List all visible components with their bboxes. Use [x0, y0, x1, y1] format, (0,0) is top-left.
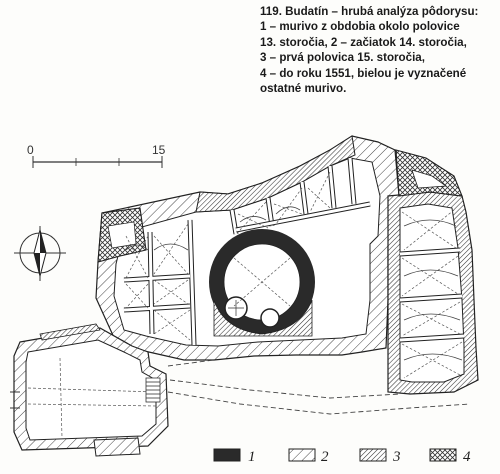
caption-line: 119. Budatín – hrubá analýza pôdorysu: — [260, 5, 479, 18]
legend-item: 2 — [288, 448, 329, 465]
caption-line: 13. storočia, 2 – začiatok 14. storočia, — [260, 35, 467, 49]
caption-line: 3 – prvá polovica 15. storočia, — [260, 51, 425, 65]
caption-line: 1 – murivo z obdobia okolo polovice — [260, 20, 460, 34]
southern-wall-trace — [167, 359, 471, 415]
legend-label: 2 — [321, 449, 329, 465]
legend-item: 3 — [359, 448, 401, 465]
legend-label: 4 — [463, 449, 471, 465]
north-arrow-icon — [14, 226, 66, 281]
scale-end-label: 15 — [152, 143, 166, 157]
central-tower — [209, 229, 315, 337]
figure-caption: 119. Budatín – hrubá analýza pôdorysu: 1… — [260, 4, 496, 96]
caption-line: 4 – do roku 1551, bielou je vyznačené — [260, 66, 467, 80]
legend-item: 4 — [429, 448, 471, 465]
caption-line: ostatné murivo. — [260, 82, 347, 96]
legend-item: 1 — [213, 448, 256, 465]
southwest-building — [10, 323, 169, 457]
legend-label: 3 — [392, 449, 401, 465]
scale-start-label: 0 — [27, 143, 34, 157]
legend-label: 1 — [248, 449, 256, 465]
castle-walls — [95, 135, 479, 395]
legend: 1 2 3 4 — [213, 448, 471, 465]
scale-bar: 0 15 — [27, 143, 166, 168]
